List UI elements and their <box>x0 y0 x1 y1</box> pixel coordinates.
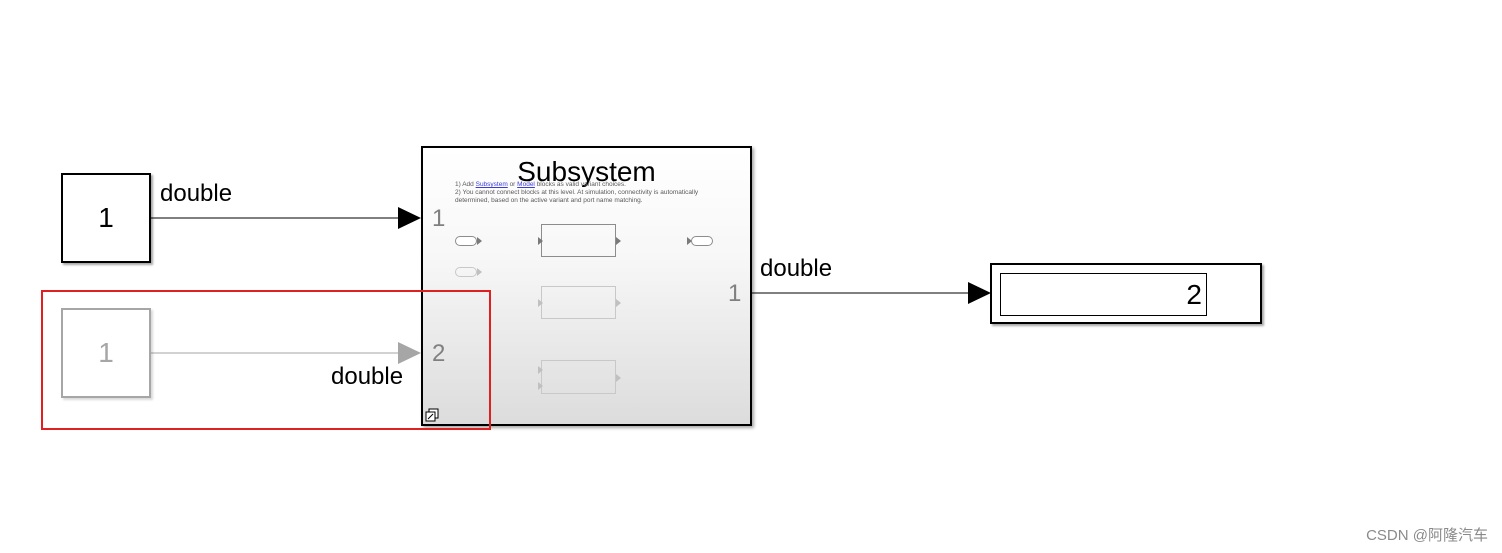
signal-label-1: double <box>160 180 233 207</box>
note-line2: 2) You cannot connect blocks at this lev… <box>455 189 699 204</box>
variant-icon[interactable] <box>425 408 439 422</box>
subsystem-input-port-1: 1 <box>432 205 446 232</box>
signal-label-out: double <box>760 255 833 282</box>
note-subsystem-link[interactable]: Subsystem <box>475 181 508 188</box>
watermark: CSDN @阿隆汽车 <box>1366 527 1488 544</box>
note-model-link[interactable]: Model <box>517 181 535 188</box>
note-line1-prefix: 1) Add <box>455 181 476 188</box>
subsystem-title: Subsystem <box>517 156 656 187</box>
note-or: or <box>507 181 518 188</box>
variant-subsystem-block[interactable]: Subsystem 1) Add Subsystem or Model bloc… <box>421 146 752 426</box>
constant-block-2[interactable]: 1 <box>61 308 151 398</box>
subsystem-output-port-1: 1 <box>728 280 742 307</box>
note-line1-suffix: blocks as valid variant choices. <box>534 181 626 188</box>
constant-value-2: 1 <box>98 337 114 368</box>
signal-arrow-out <box>968 282 991 304</box>
outport-preview <box>691 236 713 246</box>
signal-arrow-1 <box>398 207 421 229</box>
signal-label-2: double <box>331 363 404 390</box>
outport-preview-arrow <box>687 237 692 245</box>
variant-choice-1-in-arrow <box>538 237 543 245</box>
inport-preview-1 <box>455 236 477 246</box>
variant-choice-2-out-arrow <box>616 299 621 307</box>
variant-choice-1-out-arrow <box>616 237 621 245</box>
subsystem-input-port-2: 2 <box>432 340 446 367</box>
inport-preview-1-arrow <box>477 237 482 245</box>
variant-choice-preview-2 <box>541 286 616 319</box>
constant-value-1: 1 <box>98 202 114 233</box>
variant-choice-preview-3 <box>541 360 616 394</box>
variant-choice-preview-1 <box>541 224 616 257</box>
display-block[interactable]: 2 <box>990 263 1262 324</box>
highlight-box <box>41 290 491 430</box>
display-value: 2 <box>1000 273 1207 316</box>
variant-choice-3-in-arrow-2 <box>538 382 543 390</box>
variant-choice-2-in-arrow <box>538 299 543 307</box>
inport-preview-2-arrow <box>477 268 482 276</box>
subsystem-note: 1) Add Subsystem or Model blocks as vali… <box>455 181 725 205</box>
constant-block-1[interactable]: 1 <box>61 173 151 263</box>
variant-choice-3-in-arrow-1 <box>538 366 543 374</box>
signal-arrow-2 <box>398 342 421 364</box>
variant-choice-3-out-arrow <box>616 374 621 382</box>
inport-preview-2 <box>455 267 477 277</box>
